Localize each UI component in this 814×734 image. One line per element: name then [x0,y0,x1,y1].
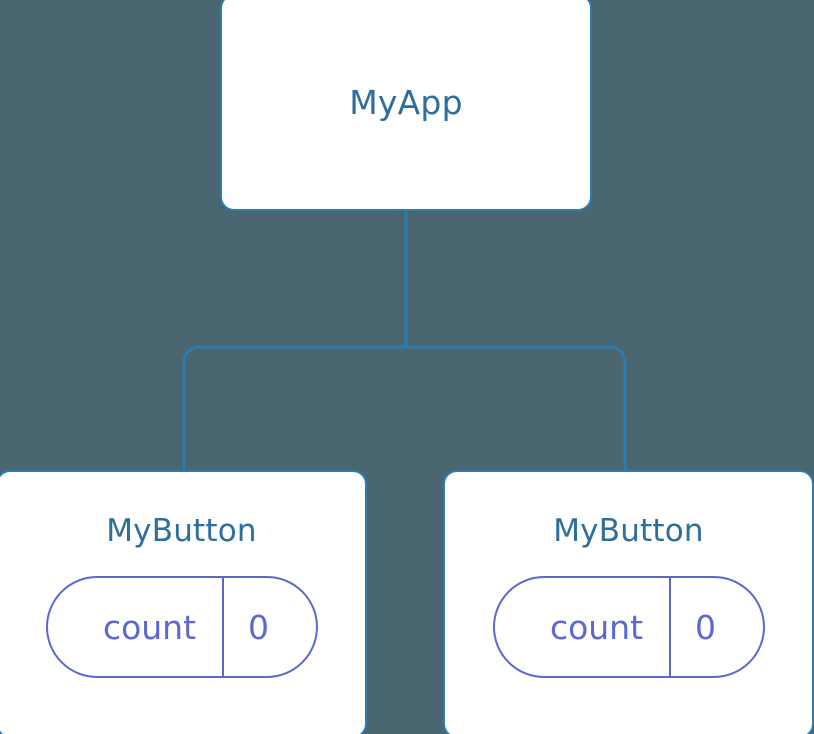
state-pill-key-left: count [102,607,197,647]
tree-node-root[interactable]: MyApp [220,0,592,211]
tree-node-child-left[interactable]: MyButton count 0 [0,470,367,734]
state-pill-wrap-right: count 0 [492,576,765,678]
state-pill-divider-right [668,578,671,676]
edge-root-to-child-right [406,345,627,474]
edge-root-to-child-left [182,345,406,474]
state-pill-divider-left [221,578,224,676]
node-title-child-left: MyButton [106,513,257,549]
node-title-child-right: MyButton [553,513,704,549]
state-pill-key-right: count [549,607,644,647]
state-pill-value-left: 0 [248,607,269,647]
tree-node-child-right[interactable]: MyButton count 0 [443,470,814,734]
state-pill-wrap-left: count 0 [45,576,318,678]
node-title-root: MyApp [349,83,463,122]
state-pill-value-right: 0 [695,607,716,647]
state-pill-left[interactable]: count 0 [45,576,318,678]
state-pill-right[interactable]: count 0 [492,576,765,678]
